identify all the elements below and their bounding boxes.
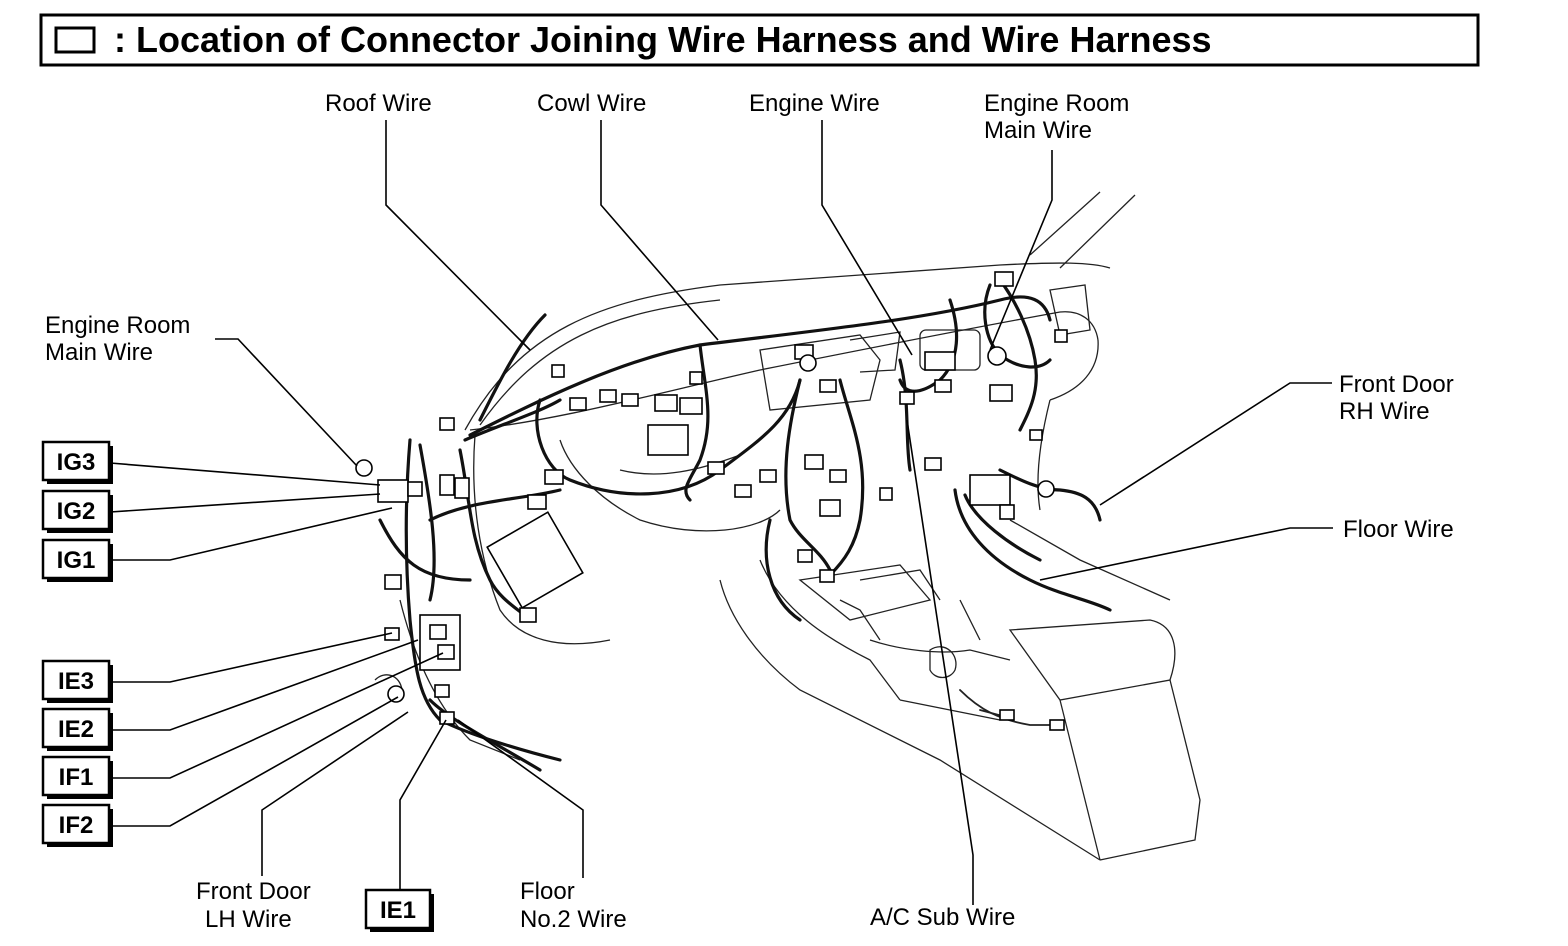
label-engine-room-main-wire-top: Engine Room Main Wire	[984, 90, 1136, 144]
label-engine-room-main-wire-top-line1: Engine Room	[984, 90, 1129, 117]
wire-labels: Roof Wire Cowl Wire Engine Wire Engine R…	[45, 90, 1460, 933]
label-engine-wire: Engine Wire	[749, 90, 880, 117]
code-box-ie1: IE1	[364, 888, 434, 932]
code-box-ig1: IG1	[41, 538, 113, 582]
connector-code-boxes: IG3 IG2 IG1 IE3 IE2 IF1	[41, 440, 434, 932]
label-engine-room-main-wire-left-line1: Engine Room	[45, 312, 190, 339]
code-box-ie2: IE2	[41, 707, 113, 751]
code-if2: IF2	[59, 812, 94, 839]
label-floor-no2-wire: Floor No.2 Wire	[520, 878, 627, 933]
label-floor-no2-wire-line1: Floor	[520, 878, 575, 905]
code-if1: IF1	[59, 764, 94, 791]
code-ie2: IE2	[58, 716, 94, 743]
code-box-ig2: IG2	[41, 489, 113, 533]
title-bar: : Location of Connector Joining Wire Har…	[39, 13, 1480, 67]
code-box-ig3: IG3	[41, 440, 113, 484]
code-box-if2: IF2	[41, 803, 113, 847]
label-front-door-lh-wire-line2: LH Wire	[205, 906, 292, 933]
harness-connectors	[355, 271, 1068, 731]
label-floor-wire: Floor Wire	[1343, 516, 1454, 543]
label-front-door-lh-wire-line1: Front Door	[196, 878, 311, 905]
leader-lines	[109, 120, 1333, 905]
code-ig2: IG2	[57, 498, 96, 525]
label-floor-no2-wire-line2: No.2 Wire	[520, 906, 627, 933]
label-front-door-rh-wire: Front Door RH Wire	[1339, 371, 1460, 425]
label-cowl-wire: Cowl Wire	[537, 90, 646, 117]
code-box-if1: IF1	[41, 755, 113, 799]
code-ie1: IE1	[380, 897, 416, 924]
label-engine-room-main-wire-left-line2: Main Wire	[45, 339, 153, 366]
label-engine-room-main-wire-left: Engine Room Main Wire	[45, 312, 197, 366]
code-box-ie3: IE3	[41, 659, 113, 703]
label-ac-sub-wire: A/C Sub Wire	[870, 904, 1015, 931]
code-ie3: IE3	[58, 668, 94, 695]
label-front-door-lh-wire: Front Door LH Wire	[196, 878, 317, 933]
code-ig1: IG1	[57, 547, 96, 574]
connector-box-icon	[54, 26, 96, 54]
label-engine-room-main-wire-top-line2: Main Wire	[984, 117, 1092, 144]
page-title: : Location of Connector Joining Wire Har…	[114, 19, 1212, 60]
label-front-door-rh-wire-line1: Front Door	[1339, 371, 1454, 398]
label-front-door-rh-wire-line2: RH Wire	[1339, 398, 1430, 425]
label-roof-wire: Roof Wire	[325, 90, 432, 117]
code-ig3: IG3	[57, 449, 96, 476]
vehicle-body-outline	[374, 191, 1201, 861]
